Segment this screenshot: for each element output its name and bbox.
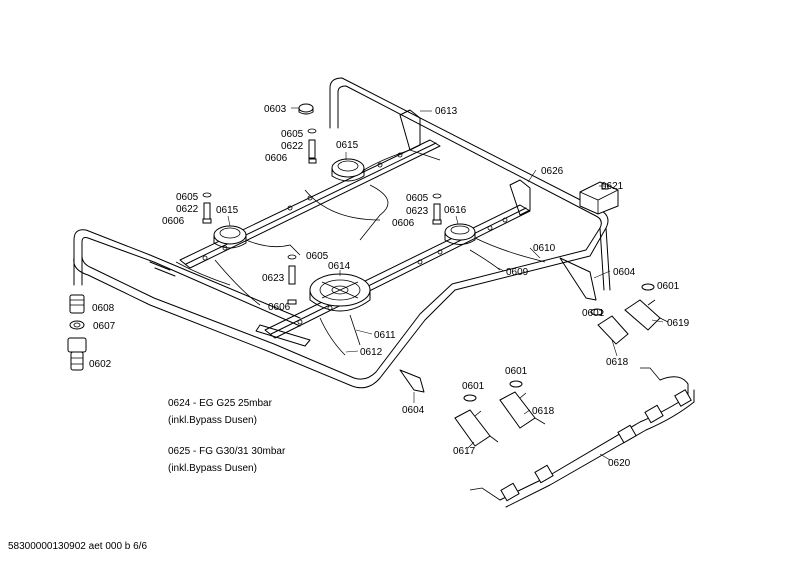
burner-0614-wok	[309, 273, 371, 312]
label-0601: 0601	[505, 366, 528, 377]
note-0625: 0625 - FG G30/31 30mbar (inkl.Bypass Dus…	[168, 445, 285, 475]
valves-bottom	[454, 380, 546, 447]
electrode-set-right	[432, 193, 442, 225]
label-0620: 0620	[608, 458, 631, 469]
label-0606: 0606	[268, 302, 291, 313]
label-0601: 0601	[582, 308, 605, 319]
note-0624-line1: 0624 - EG G25 25mbar	[168, 398, 272, 409]
label-0605: 0605	[406, 193, 429, 204]
label-0604: 0604	[613, 267, 636, 278]
part-0621-ignition-module	[579, 181, 619, 215]
label-0616: 0616	[444, 205, 467, 216]
label-0623: 0623	[262, 273, 285, 284]
label-0613: 0613	[435, 106, 458, 117]
burner-0615-top	[331, 158, 365, 182]
label-0606: 0606	[162, 216, 185, 227]
note-0625-line2: (inkl.Bypass Dusen)	[168, 463, 257, 474]
leader-lines	[227, 107, 664, 461]
label-0621: 0621	[601, 181, 624, 192]
label-0604: 0604	[402, 405, 425, 416]
label-0603: 0603	[264, 104, 287, 115]
label-0609: 0609	[506, 267, 529, 278]
electrode-set-top	[307, 128, 317, 164]
label-0622: 0622	[176, 204, 199, 215]
label-0605: 0605	[306, 251, 329, 262]
burner-frame	[73, 77, 611, 389]
label-0622: 0622	[281, 141, 304, 152]
gas-pipes	[175, 149, 546, 356]
label-0605: 0605	[281, 129, 304, 140]
label-0608: 0608	[92, 303, 115, 314]
part-0607-washer	[69, 320, 85, 330]
part-0608-fitting	[69, 294, 85, 314]
label-0607: 0607	[93, 321, 116, 332]
label-0602: 0602	[89, 359, 112, 370]
label-0605: 0605	[176, 192, 199, 203]
note-0624: 0624 - EG G25 25mbar (inkl.Bypass Dusen)	[168, 397, 272, 427]
label-0611: 0611	[374, 330, 396, 341]
burner-0616	[444, 223, 476, 245]
label-0612: 0612	[360, 347, 383, 358]
document-footer: 58300000130902 aet 000 b 6/6	[8, 541, 148, 552]
burner-0615-left	[213, 225, 247, 249]
note-0624-line2: (inkl.Bypass Dusen)	[168, 415, 257, 426]
note-0625-line1: 0625 - FG G30/31 30mbar	[168, 446, 286, 457]
electrode-set-center	[287, 254, 297, 305]
label-0623: 0623	[406, 206, 429, 217]
label-0601: 0601	[462, 381, 485, 392]
valves-right	[590, 283, 669, 345]
label-0601: 0601	[657, 281, 680, 292]
label-0626: 0626	[541, 166, 564, 177]
electrode-set-left	[202, 192, 212, 224]
label-0617: 0617	[453, 446, 476, 457]
label-0615: 0615	[216, 205, 239, 216]
label-0619: 0619	[667, 318, 690, 329]
label-0610: 0610	[533, 243, 556, 254]
part-0620-gas-manifold	[469, 367, 695, 508]
label-0618: 0618	[606, 357, 629, 368]
label-0606: 0606	[392, 218, 415, 229]
label-0606: 0606	[265, 153, 288, 164]
part-0602-connector	[67, 337, 87, 371]
label-0615: 0615	[336, 140, 359, 151]
part-labels: 0603 0613 0605 0622 0606 0615 0626 0621 …	[89, 104, 690, 469]
label-0618: 0618	[532, 406, 555, 417]
label-0614: 0614	[328, 261, 351, 272]
part-0603-nut	[298, 103, 314, 115]
